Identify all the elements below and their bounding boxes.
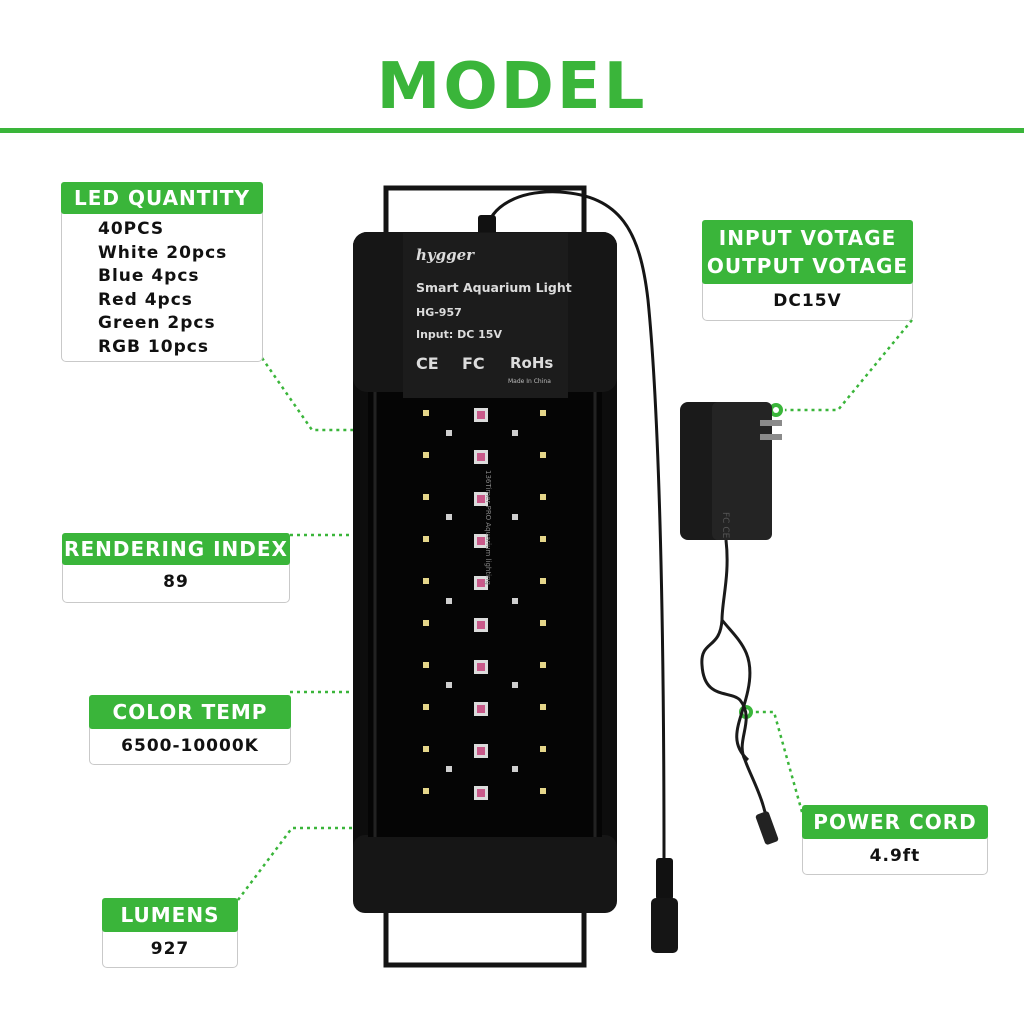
white-led [423,578,429,584]
plug-prong [760,434,782,440]
rgb-led-die [477,663,485,671]
led-panel [368,392,602,837]
ce-mark: CE [416,354,439,373]
plug-prong [760,420,782,426]
led-quantity-item: Blue 4pcs [98,266,200,286]
color-temp-value: 6500-10000K [121,736,259,756]
product-model: HG-957 [416,306,462,319]
input-voltage-label-line1: INPUT VOTAGE [718,226,897,250]
white-led [423,536,429,542]
color-led [512,598,518,604]
color-led [512,514,518,520]
color-led [512,430,518,436]
white-led [540,746,546,752]
white-led [423,746,429,752]
product-brand: hygger [416,246,475,264]
led-array [423,408,546,800]
input-voltage-card: INPUT VOTAGE OUTPUT VOTAGE DC15V [702,220,913,321]
rgb-led-die [477,537,485,545]
rohs-mark: RoHs [510,354,554,372]
rgb-led-die [477,453,485,461]
light-cable [484,190,666,859]
led-quantity-item: Red 4pcs [98,289,193,310]
rendering-index-value: 89 [163,572,189,592]
cable-strain-relief [656,858,673,900]
product-input: Input: DC 15V [416,328,502,341]
fc-mark: FC [462,354,485,373]
white-led [423,704,429,710]
color-led [446,766,452,772]
lumens-card: LUMENS 927 [102,898,238,968]
white-led [540,494,546,500]
white-led [423,410,429,416]
led-quantity-item: RGB 10pcs [98,336,209,357]
power-cord-card: POWER CORD 4.9ft [802,805,988,875]
dc-connector [651,898,678,953]
lumens-value: 927 [150,939,190,959]
white-led [540,578,546,584]
white-led [540,704,546,710]
color-led [446,514,452,520]
led-quantity-item: Green 2pcs [98,313,216,333]
rgb-led-die [477,747,485,755]
power-cord-value: 4.9ft [869,846,921,866]
led-quantity-label: LED QUANTITY [61,182,263,214]
bottom-bracket [383,905,587,968]
adapter-cord [700,539,772,841]
side-text: 136Timer PRO Aquarium lighting [484,470,492,585]
color-led [446,682,452,688]
top-bracket [383,185,587,236]
white-led [423,662,429,668]
led-quantity-list: 40PCS White 20pcs Blue 4pcs Red 4pcs Gre… [98,218,227,359]
title-divider [0,128,1024,133]
cable-grommet [478,215,496,235]
rgb-led-die [477,495,485,503]
white-led [423,494,429,500]
product-name: Smart Aquarium Light [416,280,572,295]
rendering-index-card: RENDERING INDEX 89 [62,533,290,603]
input-voltage-label-line2: OUTPUT VOTAGE [706,254,909,278]
barrel-plug [755,811,779,845]
white-led [423,788,429,794]
power-cord-label: POWER CORD [802,805,988,839]
rgb-led-die [477,621,485,629]
color-led [446,430,452,436]
white-led [540,662,546,668]
made-in-text: Made In China [508,378,551,385]
rgb-led-die [477,579,485,587]
rendering-index-label: RENDERING INDEX [62,533,290,565]
rgb-led-die [477,789,485,797]
color-temp-label: COLOR TEMP [89,695,291,729]
adapter-marking: FC CE [720,512,730,539]
page-title: MODEL [376,50,648,124]
white-led [540,410,546,416]
lumens-label: LUMENS [102,898,238,932]
led-quantity-card: LED QUANTITY 40PCS White 20pcs Blue 4pcs… [61,182,263,362]
input-voltage-label: INPUT VOTAGE OUTPUT VOTAGE [702,220,913,284]
rgb-led-die [477,705,485,713]
white-led [423,620,429,626]
white-led [540,452,546,458]
color-led [512,766,518,772]
input-voltage-value: DC15V [773,291,842,311]
white-led [540,620,546,626]
color-temp-card: COLOR TEMP 6500-10000K [89,695,291,765]
white-led [540,536,546,542]
bottom-cap [353,835,617,913]
led-quantity-item: White 20pcs [98,242,228,263]
color-led [512,682,518,688]
rgb-led-die [477,411,485,419]
white-led [540,788,546,794]
white-led [423,452,429,458]
color-led [446,598,452,604]
led-quantity-item: 40PCS [98,219,165,239]
spec-label-panel [403,233,568,398]
